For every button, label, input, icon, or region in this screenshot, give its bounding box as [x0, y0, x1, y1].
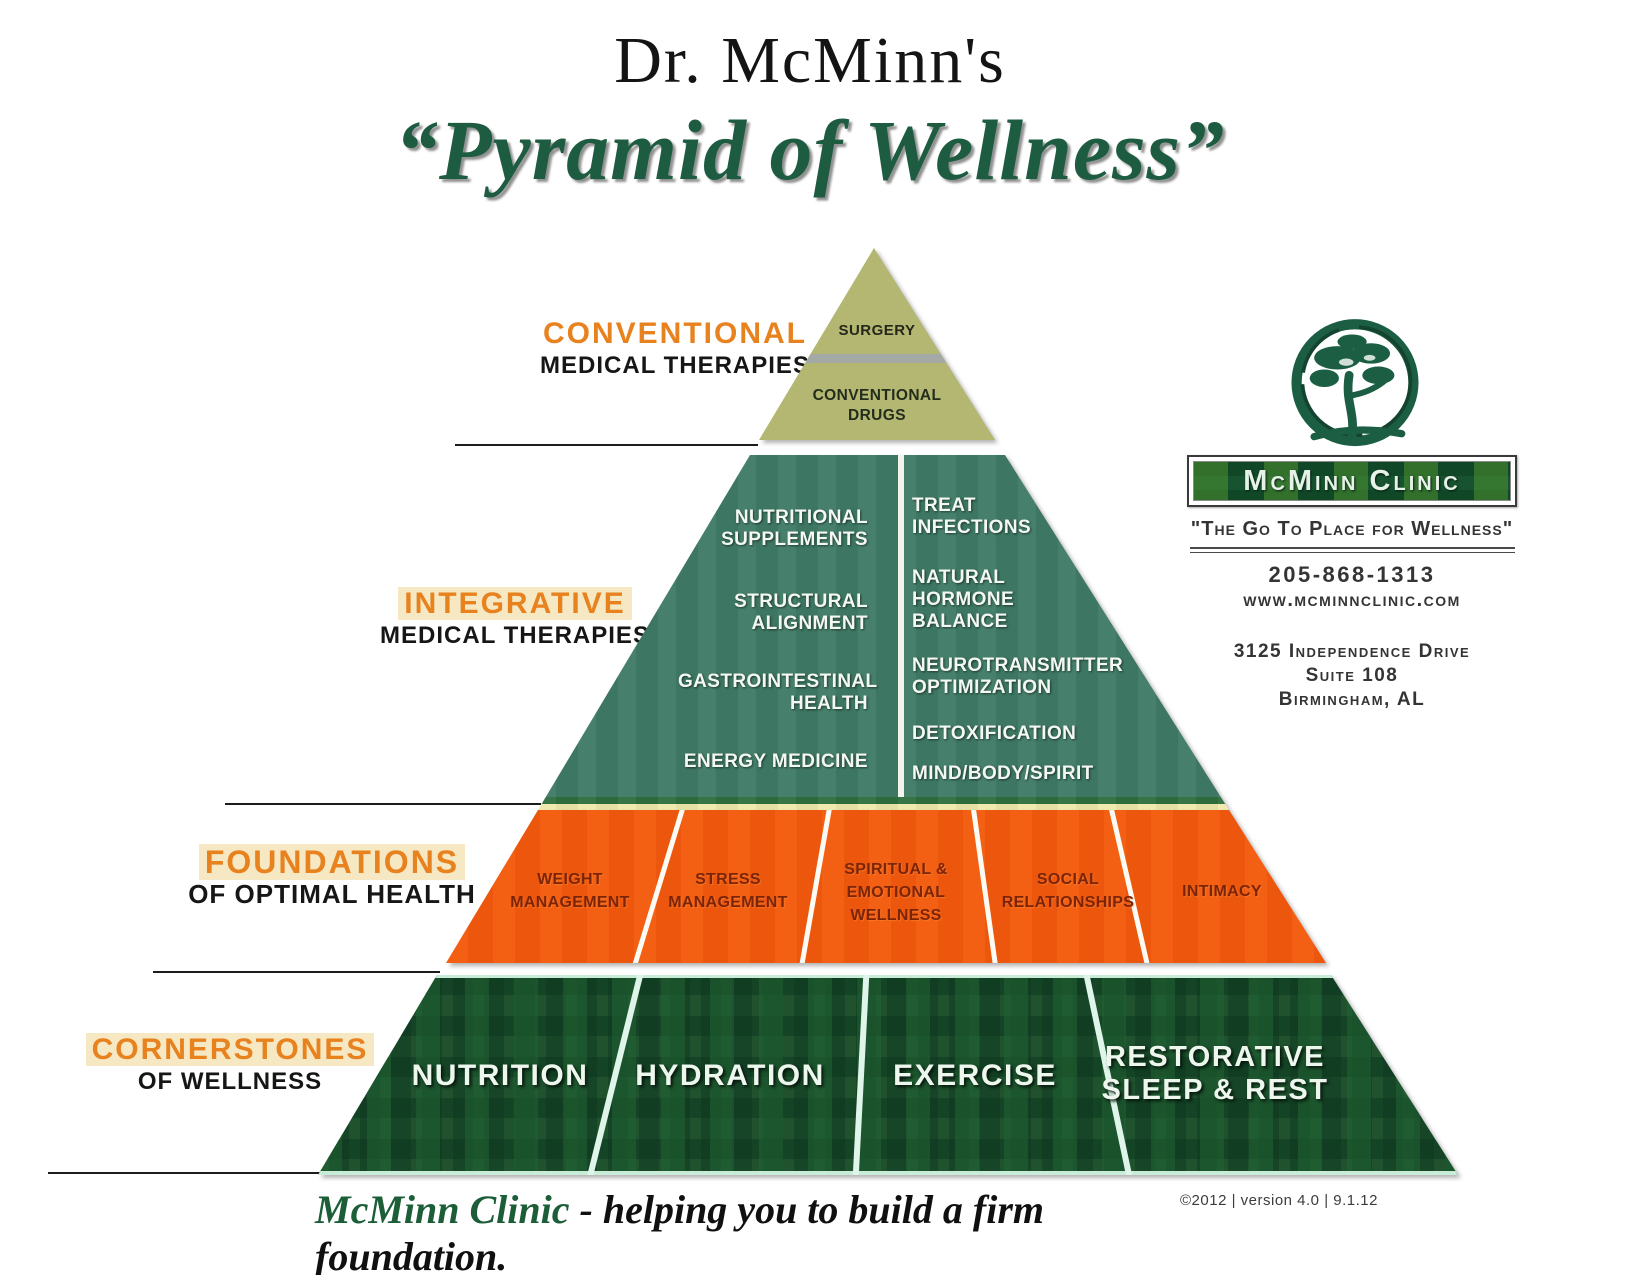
cell-surgery: SURGERY: [838, 322, 916, 339]
tier-label-foundations: FOUNDATIONS OF OPTIMAL HEALTH: [152, 844, 512, 908]
bonsai-tree-logo-icon: [1291, 319, 1419, 447]
tier-label-main: INTEGRATIVE: [335, 586, 695, 622]
title-block: Dr. McMinn's “Pyramid of Wellness”: [110, 22, 1510, 198]
cell-social-relationships: SOCIAL RELATIONSHIPS: [1001, 871, 1135, 911]
tier-label-main: FOUNDATIONS: [152, 844, 512, 880]
cell-structural-alignment: STRUCTURAL ALIGNMENT: [734, 591, 868, 634]
divider-rule-cornerstones: [48, 1172, 330, 1174]
clinic-address-line3: Birmingham, AL: [1278, 689, 1426, 710]
page-subtitle: “Pyramid of Wellness”: [394, 102, 1226, 198]
tier-cornerstones-wrapper: NUTRITION HYDRATION EXERCISE RESTORATIVE…: [318, 975, 1458, 1175]
tier2-column-divider: [898, 455, 904, 797]
clinic-tagline: "The Go To Place for Wellness": [1190, 518, 1514, 540]
tier-label-main: CORNERSTONES: [50, 1032, 410, 1068]
wellness-pyramid: SURGERY CONVENTIONAL DRUGS NUTRITIONAL S…: [318, 248, 1458, 1175]
cell-natural-hormone-balance: NATURAL HORMONE BALANCE: [912, 567, 1015, 632]
footer-slogan: McMinn Clinic - helping you to build a f…: [315, 1186, 1195, 1275]
clinic-name-banner: McMinn Clinic: [1187, 455, 1517, 507]
clinic-phone: 205-868-1313: [1268, 562, 1436, 587]
clinic-tagline-rule: [1190, 547, 1515, 553]
tier4-bottom-highlight: [318, 1171, 1458, 1175]
tier-foundations: WEIGHT MANAGEMENT STRESS MANAGEMENT SPIR…: [446, 810, 1326, 963]
clinic-address-line2: Suite 108: [1305, 665, 1399, 686]
tier-conventional: SURGERY CONVENTIONAL DRUGS: [759, 248, 995, 440]
cell-hydration: HYDRATION: [635, 1059, 825, 1092]
cell-stress-management: STRESS MANAGEMENT: [668, 871, 788, 911]
cell-detoxification: DETOXIFICATION: [912, 723, 1077, 744]
tier-label-sub: MEDICAL THERAPIES: [380, 622, 650, 649]
cell-intimacy: INTIMACY: [1182, 883, 1262, 900]
divider-rule-conventional: [455, 444, 758, 446]
cell-exercise: EXERCISE: [893, 1059, 1057, 1092]
footer-version-stamp: ©2012 | version 4.0 | 9.1.12: [1180, 1192, 1378, 1209]
cell-energy-medicine: ENERGY MEDICINE: [683, 751, 868, 772]
tier-label-sub: OF WELLNESS: [137, 1068, 323, 1095]
cell-mind-body-spirit: MIND/BODY/SPIRIT: [912, 763, 1094, 784]
clinic-name-banner-inner: McMinn Clinic: [1193, 461, 1511, 501]
divider-rule-foundations: [153, 971, 440, 973]
clinic-name: McMinn Clinic: [1243, 464, 1461, 497]
tier-cornerstones: NUTRITION HYDRATION EXERCISE RESTORATIVE…: [318, 975, 1458, 1175]
tier-label-sub: MEDICAL THERAPIES: [540, 352, 810, 379]
page-title: Dr. McMinn's: [614, 24, 1006, 97]
cell-conventional-drugs: CONVENTIONAL DRUGS: [812, 387, 942, 424]
cell-weight-management: WEIGHT MANAGEMENT: [510, 871, 630, 911]
cell-restorative-sleep-rest: RESTORATIVE SLEEP & REST: [1101, 1041, 1329, 1106]
tier-label-main: CONVENTIONAL: [543, 317, 807, 350]
cell-nutritional-supplements: NUTRITIONAL SUPPLEMENTS: [721, 507, 868, 550]
divider-rule-integrative: [225, 803, 541, 805]
cell-neurotransmitter-optimization: NEUROTRANSMITTER OPTIMIZATION: [912, 655, 1124, 698]
tier-integrative: NUTRITIONAL SUPPLEMENTS STRUCTURAL ALIGN…: [538, 455, 1229, 810]
tier-label-conventional: CONVENTIONAL MEDICAL THERAPIES: [495, 316, 855, 380]
tier-integrative-wrapper: NUTRITIONAL SUPPLEMENTS STRUCTURAL ALIGN…: [538, 455, 1229, 810]
tier4-top-highlight: [318, 975, 1458, 978]
clinic-website: www.mcminnclinic.com: [1243, 589, 1461, 611]
tier-label-sub: OF OPTIMAL HEALTH: [188, 879, 476, 909]
clinic-address-line1: 3125 Independence Drive: [1233, 641, 1471, 662]
tier-foundations-wrapper: WEIGHT MANAGEMENT STRESS MANAGEMENT SPIR…: [446, 810, 1326, 963]
tier-label-integrative: INTEGRATIVE MEDICAL THERAPIES: [335, 586, 695, 650]
tier1-separator-band: [759, 354, 995, 363]
cell-spiritual-emotional-wellness: SPIRITUAL & EMOTIONAL WELLNESS: [844, 861, 948, 924]
footer-clinic-name: McMinn Clinic: [315, 1187, 570, 1232]
tier-conventional-wrapper: SURGERY CONVENTIONAL DRUGS: [759, 248, 995, 440]
footer-slogan-text: - helping you to build a firm foundation…: [315, 1187, 1045, 1275]
cell-treat-infections: TREAT INFECTIONS: [912, 495, 1032, 538]
tier-label-cornerstones: CORNERSTONES OF WELLNESS: [50, 1032, 410, 1096]
cell-nutrition: NUTRITION: [411, 1059, 589, 1092]
cell-gastrointestinal-health: GASTROINTESTINAL HEALTH: [678, 671, 878, 714]
